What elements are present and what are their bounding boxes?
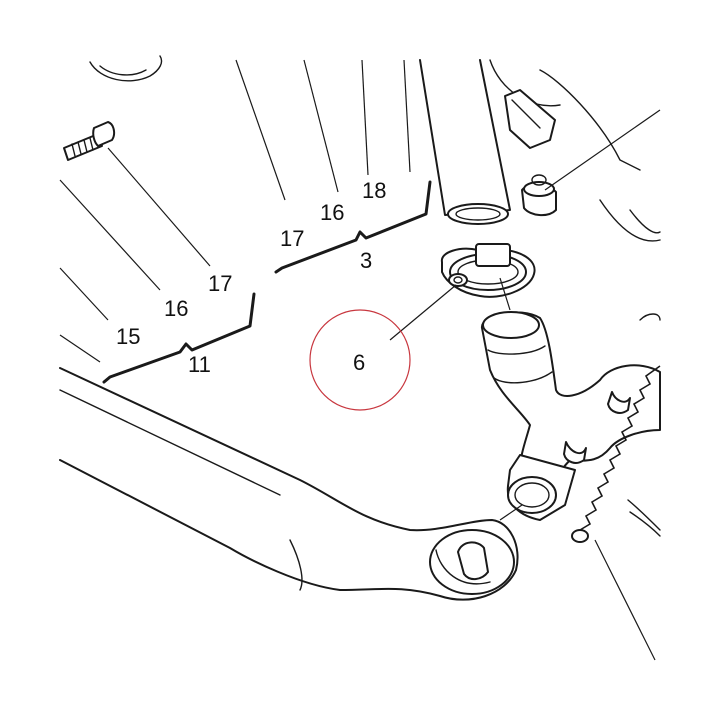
- upper-pipe: [419, 59, 511, 225]
- group-braces: [102, 180, 432, 384]
- label-16-lower: 16: [164, 296, 188, 321]
- tension-spring: [571, 365, 661, 543]
- hose-clamp: [440, 243, 536, 298]
- brace-group-3: [274, 180, 432, 274]
- label-17-lower: 17: [208, 271, 232, 296]
- label-6: 6: [353, 350, 365, 375]
- label-15: 15: [116, 324, 140, 349]
- upper-bracket: [504, 89, 556, 149]
- label-17-upper: 17: [280, 226, 304, 251]
- connector-tube: [506, 454, 576, 521]
- brace-group-11: [102, 292, 256, 384]
- bolt-part: [63, 121, 116, 161]
- highlight-circle: [309, 309, 411, 411]
- y-hose: [481, 311, 661, 491]
- leader-lines: [59, 59, 661, 661]
- label-16-upper: 16: [320, 200, 344, 225]
- label-11: 11: [188, 352, 211, 377]
- upper-housing-outline: [89, 55, 661, 242]
- lower-pipe: [59, 367, 519, 601]
- label-3: 3: [360, 248, 372, 273]
- label-18: 18: [362, 178, 386, 203]
- nut-part: [521, 174, 557, 216]
- callout-labels: 17 16 18 3 17 16 15 11 6: [116, 178, 386, 377]
